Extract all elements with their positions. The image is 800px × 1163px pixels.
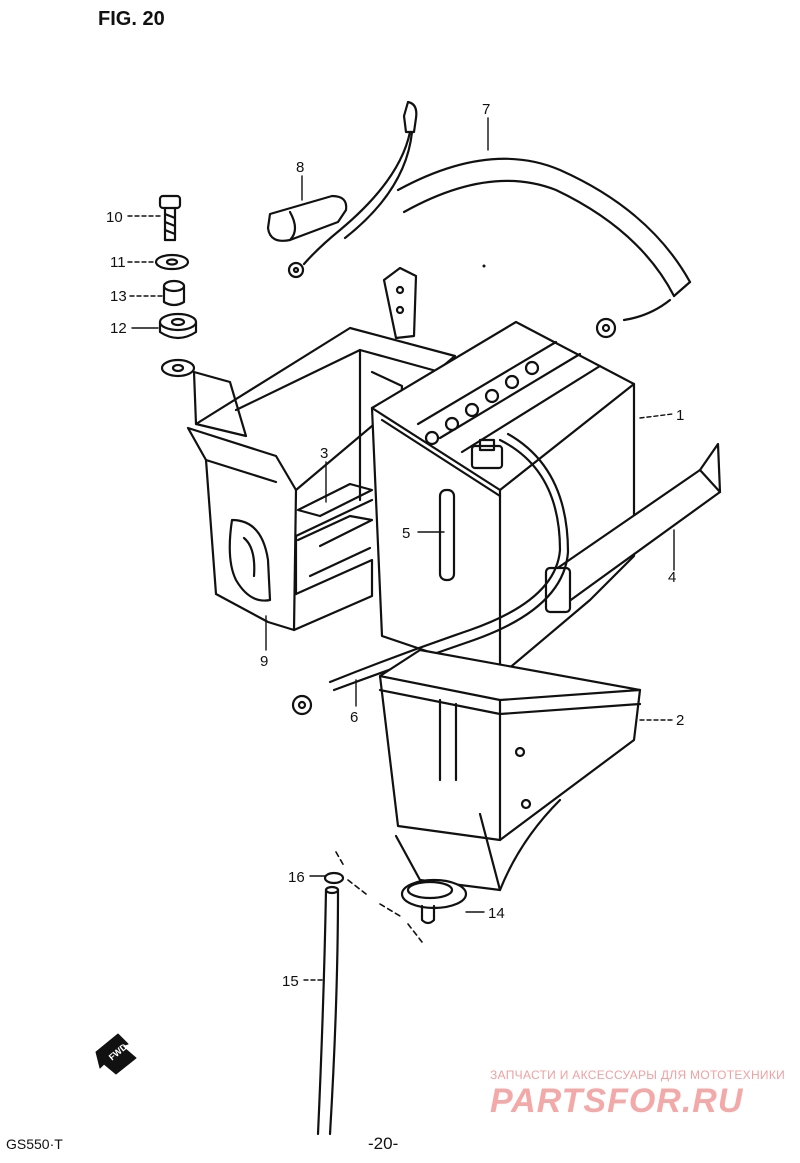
label-4: 4: [668, 569, 676, 586]
label-1: 1: [676, 407, 684, 424]
watermark-caption: ЗАПЧАСТИ И АКСЕССУАРЫ ДЛЯ МОТОТЕХНИКИ: [490, 1068, 786, 1082]
label-16: 16: [288, 869, 305, 886]
positive-lead-part[interactable]: [287, 100, 692, 339]
label-11: 11: [110, 254, 126, 271]
washer-part[interactable]: [154, 253, 190, 271]
label-6: 6: [350, 709, 358, 726]
label-12: 12: [110, 320, 127, 337]
page-number: -20-: [368, 1134, 399, 1153]
label-7: 7: [482, 101, 490, 118]
clamp-part[interactable]: [323, 871, 345, 885]
breather-tube-part[interactable]: [438, 488, 456, 582]
watermark-logo: PARTSFOR.RU: [490, 1082, 744, 1120]
leader-lines: [127, 117, 675, 981]
label-9: 9: [260, 653, 268, 670]
label-13: 13: [110, 288, 127, 305]
battery-part[interactable]: [370, 320, 636, 678]
terminal-cover-part[interactable]: [266, 194, 348, 242]
forward-arrow-icon: FWD: [95, 1033, 137, 1075]
part-labels: 1 2 3 4 5 6 7 8 9 10 11 12 13 14 15 16: [106, 101, 684, 990]
label-2: 2: [676, 712, 684, 729]
spacer-part[interactable]: [162, 279, 186, 307]
model-code: GS550·T: [6, 1136, 63, 1152]
battery-band-part[interactable]: [544, 442, 722, 614]
cushion-part[interactable]: [158, 312, 198, 340]
holder-plate-part[interactable]: [296, 482, 374, 548]
bolt-part[interactable]: [158, 194, 182, 242]
battery-case-part[interactable]: [378, 648, 642, 892]
label-10: 10: [106, 209, 123, 226]
label-8: 8: [296, 159, 304, 176]
label-5: 5: [402, 525, 410, 542]
battery-holder-part[interactable]: [160, 266, 457, 632]
label-3: 3: [320, 445, 328, 462]
figure-title: FIG. 20: [98, 8, 165, 30]
drain-hose-part[interactable]: [316, 885, 340, 1136]
drain-cap-part[interactable]: [400, 878, 468, 925]
label-15: 15: [282, 973, 299, 990]
label-14: 14: [488, 905, 505, 922]
